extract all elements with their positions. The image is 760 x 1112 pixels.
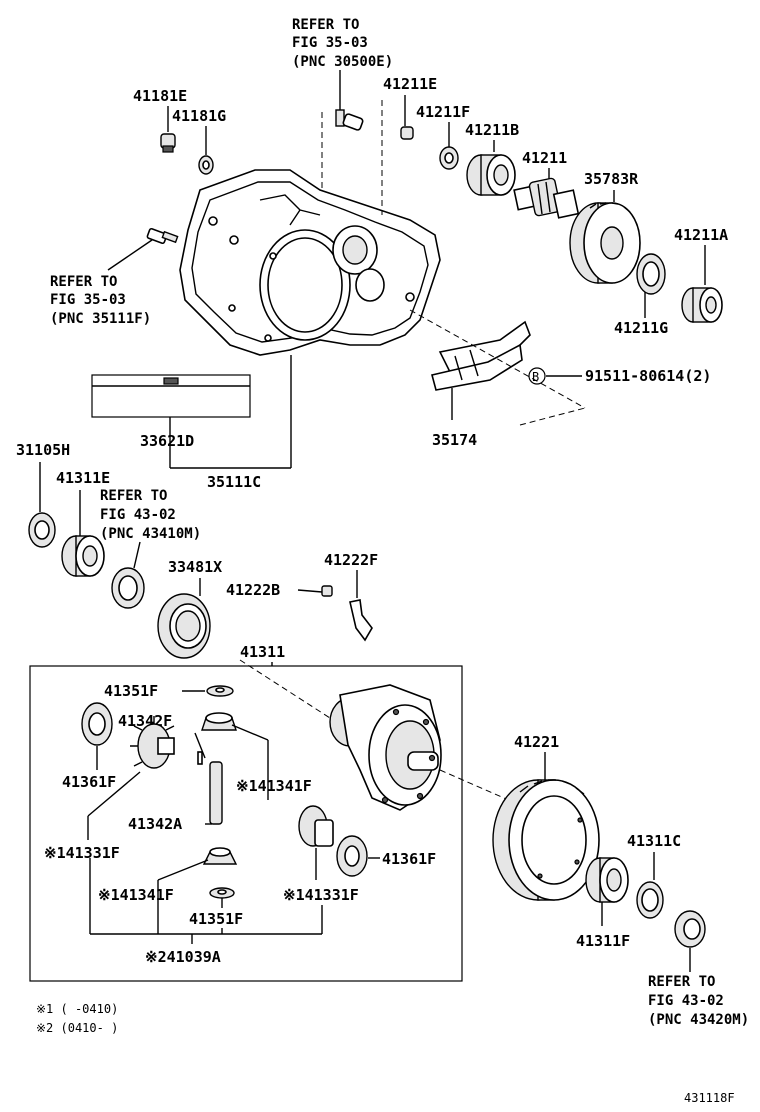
label-41311: 41311 [240,643,285,661]
shim-41311c [636,881,664,919]
caution-plate-33621d [91,374,251,418]
differential-assembly-frame [29,665,463,982]
label-91511-80614: 91511-80614(2) [585,367,711,385]
refer-bottom-line2: FIG 43-02 [648,993,724,1009]
race-43410m [111,567,145,609]
refer-top-line3: (PNC 30500E) [292,54,393,70]
washer-41351f-b [209,887,235,899]
label-31105h: 31105H [16,441,70,459]
seal-31105h [28,512,56,548]
label-41342a: 41342A [128,815,182,833]
washer-41351f-a [206,685,234,697]
label-41211e: 41211E [383,75,437,93]
label-41211f: 41211F [416,103,470,121]
label-41221: 41221 [514,733,559,751]
refer-left-line1: REFER TO [50,274,117,290]
label-41181g: 41181G [172,107,226,125]
label-35783r: 35783R [584,170,639,188]
label-41351f-a: 41351F [104,682,158,700]
label-41222b: 41222B [226,581,280,599]
bearing-41311e [61,535,105,577]
label-41039a: ※241039A [145,948,221,966]
refer-bottom-line1: REFER TO [648,974,715,990]
refer-top-line1: REFER TO [292,17,359,33]
label-41361f-a: 41361F [62,773,116,791]
differential-case-41311 [329,684,442,811]
label-41311e: 41311E [56,469,110,487]
figure-id: 431118F [684,1091,735,1105]
label-41211g: 41211G [614,319,668,337]
side-gear-41331f-b [298,805,334,847]
label-41222f: 41222F [324,551,378,569]
plug-41181e [160,133,176,153]
pinion-gear-41341f-a [201,712,237,731]
plug-41211e [400,126,414,140]
bearing-41211b [466,154,516,196]
label-41311c: 41311C [627,832,681,850]
ring-gear-41221 [492,779,600,901]
gasket-41181g [198,155,214,175]
refer-top: REFER TO FIG 35-03 (PNC 30500E) [292,17,393,70]
seal-41211g [636,253,666,295]
label-35111c: 35111C [207,473,261,491]
refer-mid: REFER TO FIG 43-02 (PNC 43410M) [100,488,201,542]
washer-41361f-a [81,702,113,746]
plate-41222f [349,599,373,642]
refer-left: REFER TO FIG 35-03 (PNC 35111F) [50,274,151,327]
refer-mid-line3: (PNC 43410M) [100,526,201,542]
label-41211a: 41211A [674,226,728,244]
refer-top-line2: FIG 35-03 [292,35,368,51]
refer-left-line3: (PNC 35111F) [50,311,151,327]
gear-35783r [569,202,641,284]
pinion-gear-41341f-b [202,847,238,865]
label-41181e: 41181E [133,87,187,105]
side-gear-41331f-a [130,716,175,769]
footnote-1: ※1 ( -0410) [36,1002,118,1016]
bolt-30500e [335,109,364,131]
label-35174: 35174 [432,431,477,449]
race-43420m [674,910,706,948]
bolt-b-label: B [532,370,539,384]
seal-33481x [157,593,211,659]
refer-bottom: REFER TO FIG 43-02 (PNC 43420M) [648,974,749,1028]
label-41341f-b: ※141341F [98,886,174,904]
seal-41211f [439,146,459,170]
transaxle-housing-35111c [179,169,441,356]
refer-left-line2: FIG 35-03 [50,292,126,308]
drive-pinion-41211 [513,177,580,219]
label-41211b: 41211B [465,121,519,139]
bolt-41222b [321,585,333,597]
label-41341f-a: ※141341F [236,777,312,795]
label-41331f-b: ※141331F [283,886,359,904]
label-33481x: 33481X [168,558,222,576]
label-41211: 41211 [522,149,567,167]
label-33621d: 33621D [140,432,194,450]
label-41311f: 41311F [576,932,630,950]
label-41331f-a: ※141331F [44,844,120,862]
bearing-41211a [681,287,723,323]
label-41351f-b: 41351F [189,910,243,928]
bolt-35111f [146,227,179,245]
pin-41342f [197,751,203,765]
oil-receiver-35174 [431,320,531,391]
washer-41361f-b [336,835,368,877]
refer-mid-line2: FIG 43-02 [100,507,176,523]
shaft-41342a [209,761,223,825]
bearing-41311f [585,857,629,903]
refer-bottom-line3: (PNC 43420M) [648,1012,749,1028]
footnote-2: ※2 (0410- ) [36,1021,118,1035]
bolt-b-marker [528,367,546,385]
label-41361f-b: 41361F [382,850,436,868]
refer-mid-line1: REFER TO [100,488,167,504]
